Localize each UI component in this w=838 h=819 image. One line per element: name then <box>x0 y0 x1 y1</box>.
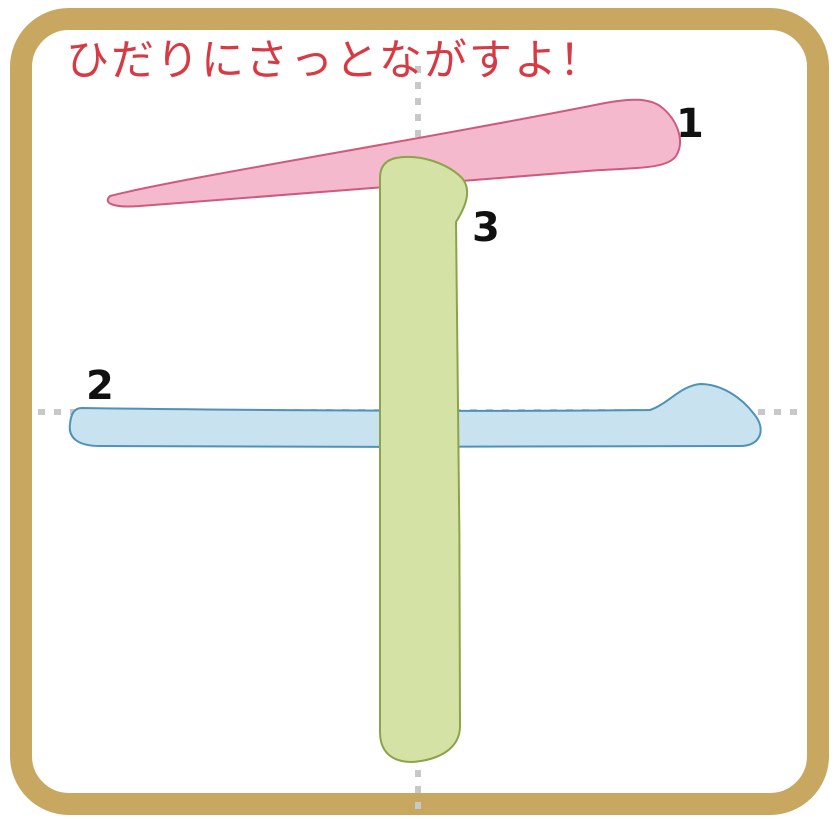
stroke-3-shape <box>378 156 469 764</box>
stroke-3-number: 3 <box>472 205 500 251</box>
instruction-text: ひだりにさっとながすよ！ <box>66 36 604 86</box>
stroke-2-number: 2 <box>86 363 114 409</box>
stroke-1-number: 1 <box>676 101 704 147</box>
stroke-1-shape <box>106 98 681 208</box>
